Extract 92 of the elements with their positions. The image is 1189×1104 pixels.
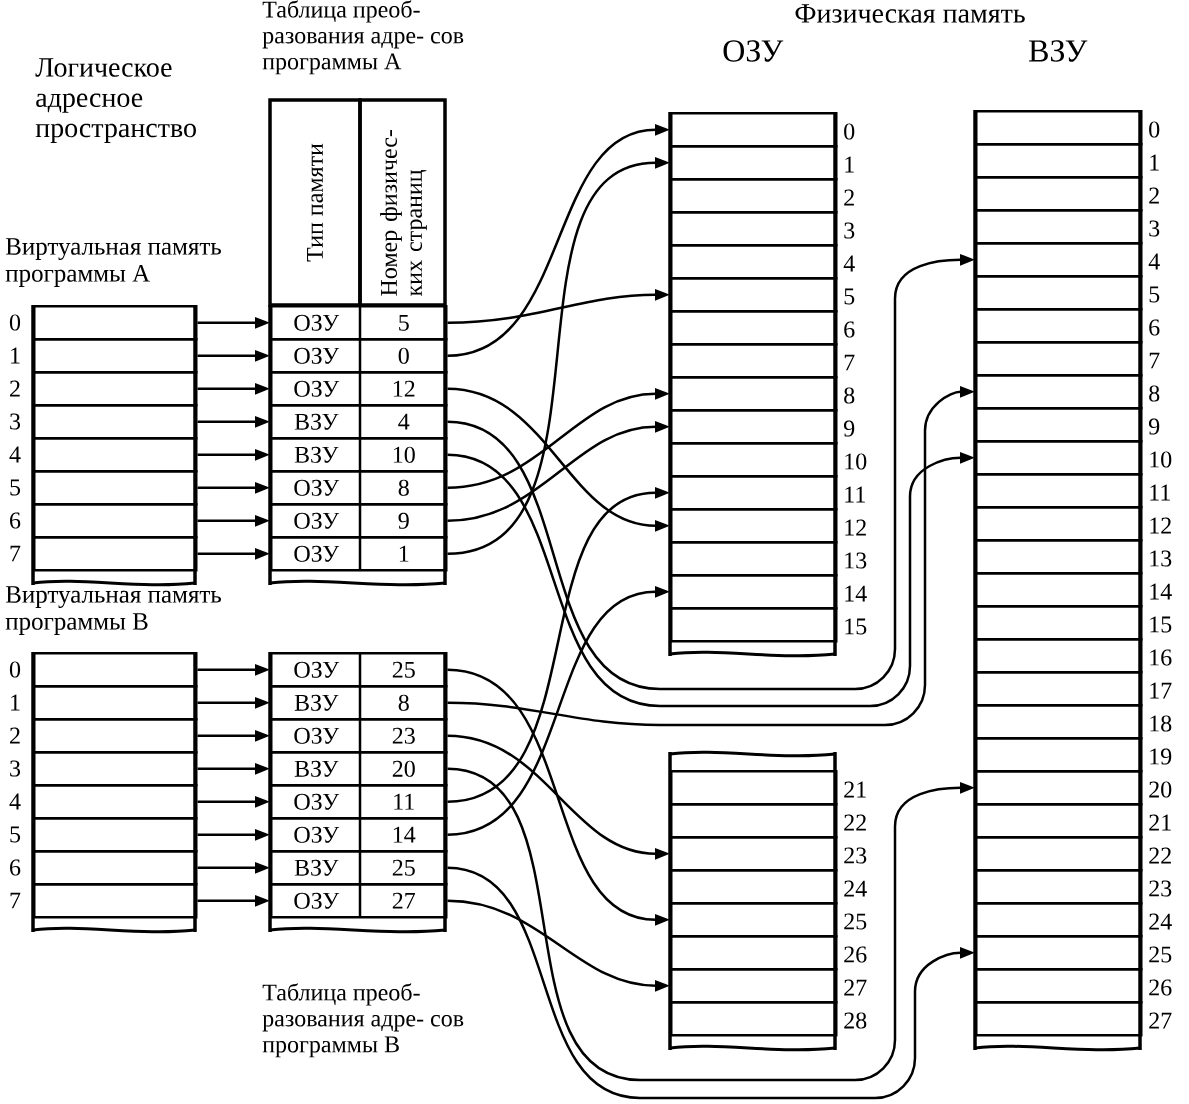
- row-number: 0: [9, 661, 21, 678]
- row-number: 2: [10, 380, 20, 397]
- row-number: 1: [11, 347, 20, 364]
- memory-block: [668, 750, 837, 1052]
- row-number: 1: [1150, 154, 1159, 171]
- row-number: 15: [845, 618, 867, 635]
- row-number: 1: [11, 694, 20, 711]
- row-number: 4: [1148, 253, 1160, 270]
- table-row: ОЗУ 0: [270, 338, 448, 374]
- row-number: 8: [1149, 385, 1160, 402]
- row-number: 11: [1150, 484, 1170, 501]
- row-number: 14: [1150, 583, 1172, 600]
- table-row: ВЗУ 8: [270, 685, 448, 721]
- row-number: 25: [844, 913, 867, 930]
- row-number: 2: [1149, 187, 1159, 204]
- table-row: ОЗУ 11: [270, 784, 448, 820]
- row-number: 13: [1150, 550, 1172, 567]
- row-number: 2: [10, 727, 20, 744]
- table-row: ВЗУ 10: [270, 437, 448, 473]
- row-number: 7: [1149, 352, 1160, 369]
- row-number: 2: [844, 189, 854, 206]
- row-number: 23: [1149, 880, 1172, 897]
- row-number: 6: [10, 512, 21, 529]
- row-number: 6: [844, 321, 855, 338]
- table-row: ОЗУ 14: [270, 817, 448, 853]
- row-number: 5: [1149, 286, 1160, 303]
- row-number: 7: [10, 892, 21, 909]
- table-row: ОЗУ 9: [270, 503, 448, 539]
- row-number: 0: [1149, 121, 1160, 138]
- row-number: 5: [10, 826, 21, 843]
- row-number: 11: [845, 486, 865, 503]
- row-number: 3: [1149, 220, 1160, 237]
- row-number: 5: [844, 288, 855, 305]
- row-number: 3: [10, 760, 21, 777]
- row-number: 25: [1149, 946, 1172, 963]
- row-number: 10: [845, 453, 867, 470]
- row-number: 27: [844, 979, 867, 996]
- row-number: 1: [845, 156, 854, 173]
- row-number: 8: [844, 387, 855, 404]
- row-number: 22: [1149, 847, 1171, 864]
- memory-block: ОЗУ: [668, 40, 837, 658]
- row-number: 3: [10, 413, 21, 430]
- table-row: ВЗУ 25: [270, 850, 448, 886]
- row-number: 24: [1149, 913, 1172, 930]
- row-number: 0: [844, 123, 855, 140]
- row-number: 7: [10, 545, 21, 562]
- row-number: 4: [9, 446, 21, 463]
- row-number: 4: [9, 793, 21, 810]
- row-number: 28: [844, 1012, 867, 1029]
- row-number: 15: [1150, 616, 1172, 633]
- table-row: ОЗУ 1: [270, 536, 448, 572]
- column-header: Тип памяти: [268, 98, 362, 307]
- table-row: ОЗУ 27: [270, 883, 448, 919]
- row-number: 16: [1150, 649, 1172, 666]
- row-number: 26: [1149, 979, 1172, 996]
- row-number: 6: [10, 859, 21, 876]
- table-row: ОЗУ 25: [270, 652, 448, 688]
- table-row: ОЗУ 23: [270, 718, 448, 754]
- row-number: 3: [844, 222, 855, 239]
- row-number: 9: [1149, 418, 1160, 435]
- row-number: 14: [845, 585, 867, 602]
- row-number: 5: [10, 479, 21, 496]
- table-row: ВЗУ 4: [270, 404, 448, 440]
- table-row: ОЗУ 8: [270, 470, 448, 506]
- table-row: ВЗУ 20: [270, 751, 448, 787]
- row-number: 13: [845, 552, 867, 569]
- row-number: 17: [1150, 682, 1172, 699]
- row-number: 21: [1149, 814, 1171, 831]
- row-number: 6: [1149, 319, 1160, 336]
- heading: Физическая память: [795, 4, 1025, 23]
- row-number: 10: [1150, 451, 1172, 468]
- row-number: 26: [844, 946, 867, 963]
- row-number: 21: [844, 781, 866, 798]
- row-number: 9: [844, 420, 855, 437]
- table-row: ОЗУ 12: [270, 371, 448, 407]
- row-number: 20: [1149, 781, 1172, 798]
- row-number: 19: [1150, 748, 1172, 765]
- table-row: ОЗУ 5: [270, 305, 448, 341]
- row-number: 23: [844, 847, 867, 864]
- row-number: 27: [1149, 1012, 1172, 1029]
- row-number: 12: [1150, 517, 1171, 534]
- column-header: Номер физичес- ких страниц: [358, 98, 447, 307]
- node-label: Таблица преоб- разования адре- сов программы А: [262, 0, 464, 75]
- row-number: 7: [844, 354, 855, 371]
- heading: Логическое адресное пространство: [35, 58, 196, 143]
- row-number: 4: [843, 255, 855, 272]
- row-number: 18: [1150, 715, 1172, 732]
- row-number: 22: [844, 814, 866, 831]
- memory-block: ВЗУ: [973, 40, 1142, 1052]
- row-number: 0: [9, 314, 21, 331]
- row-number: 24: [844, 880, 867, 897]
- row-number: 12: [845, 519, 866, 536]
